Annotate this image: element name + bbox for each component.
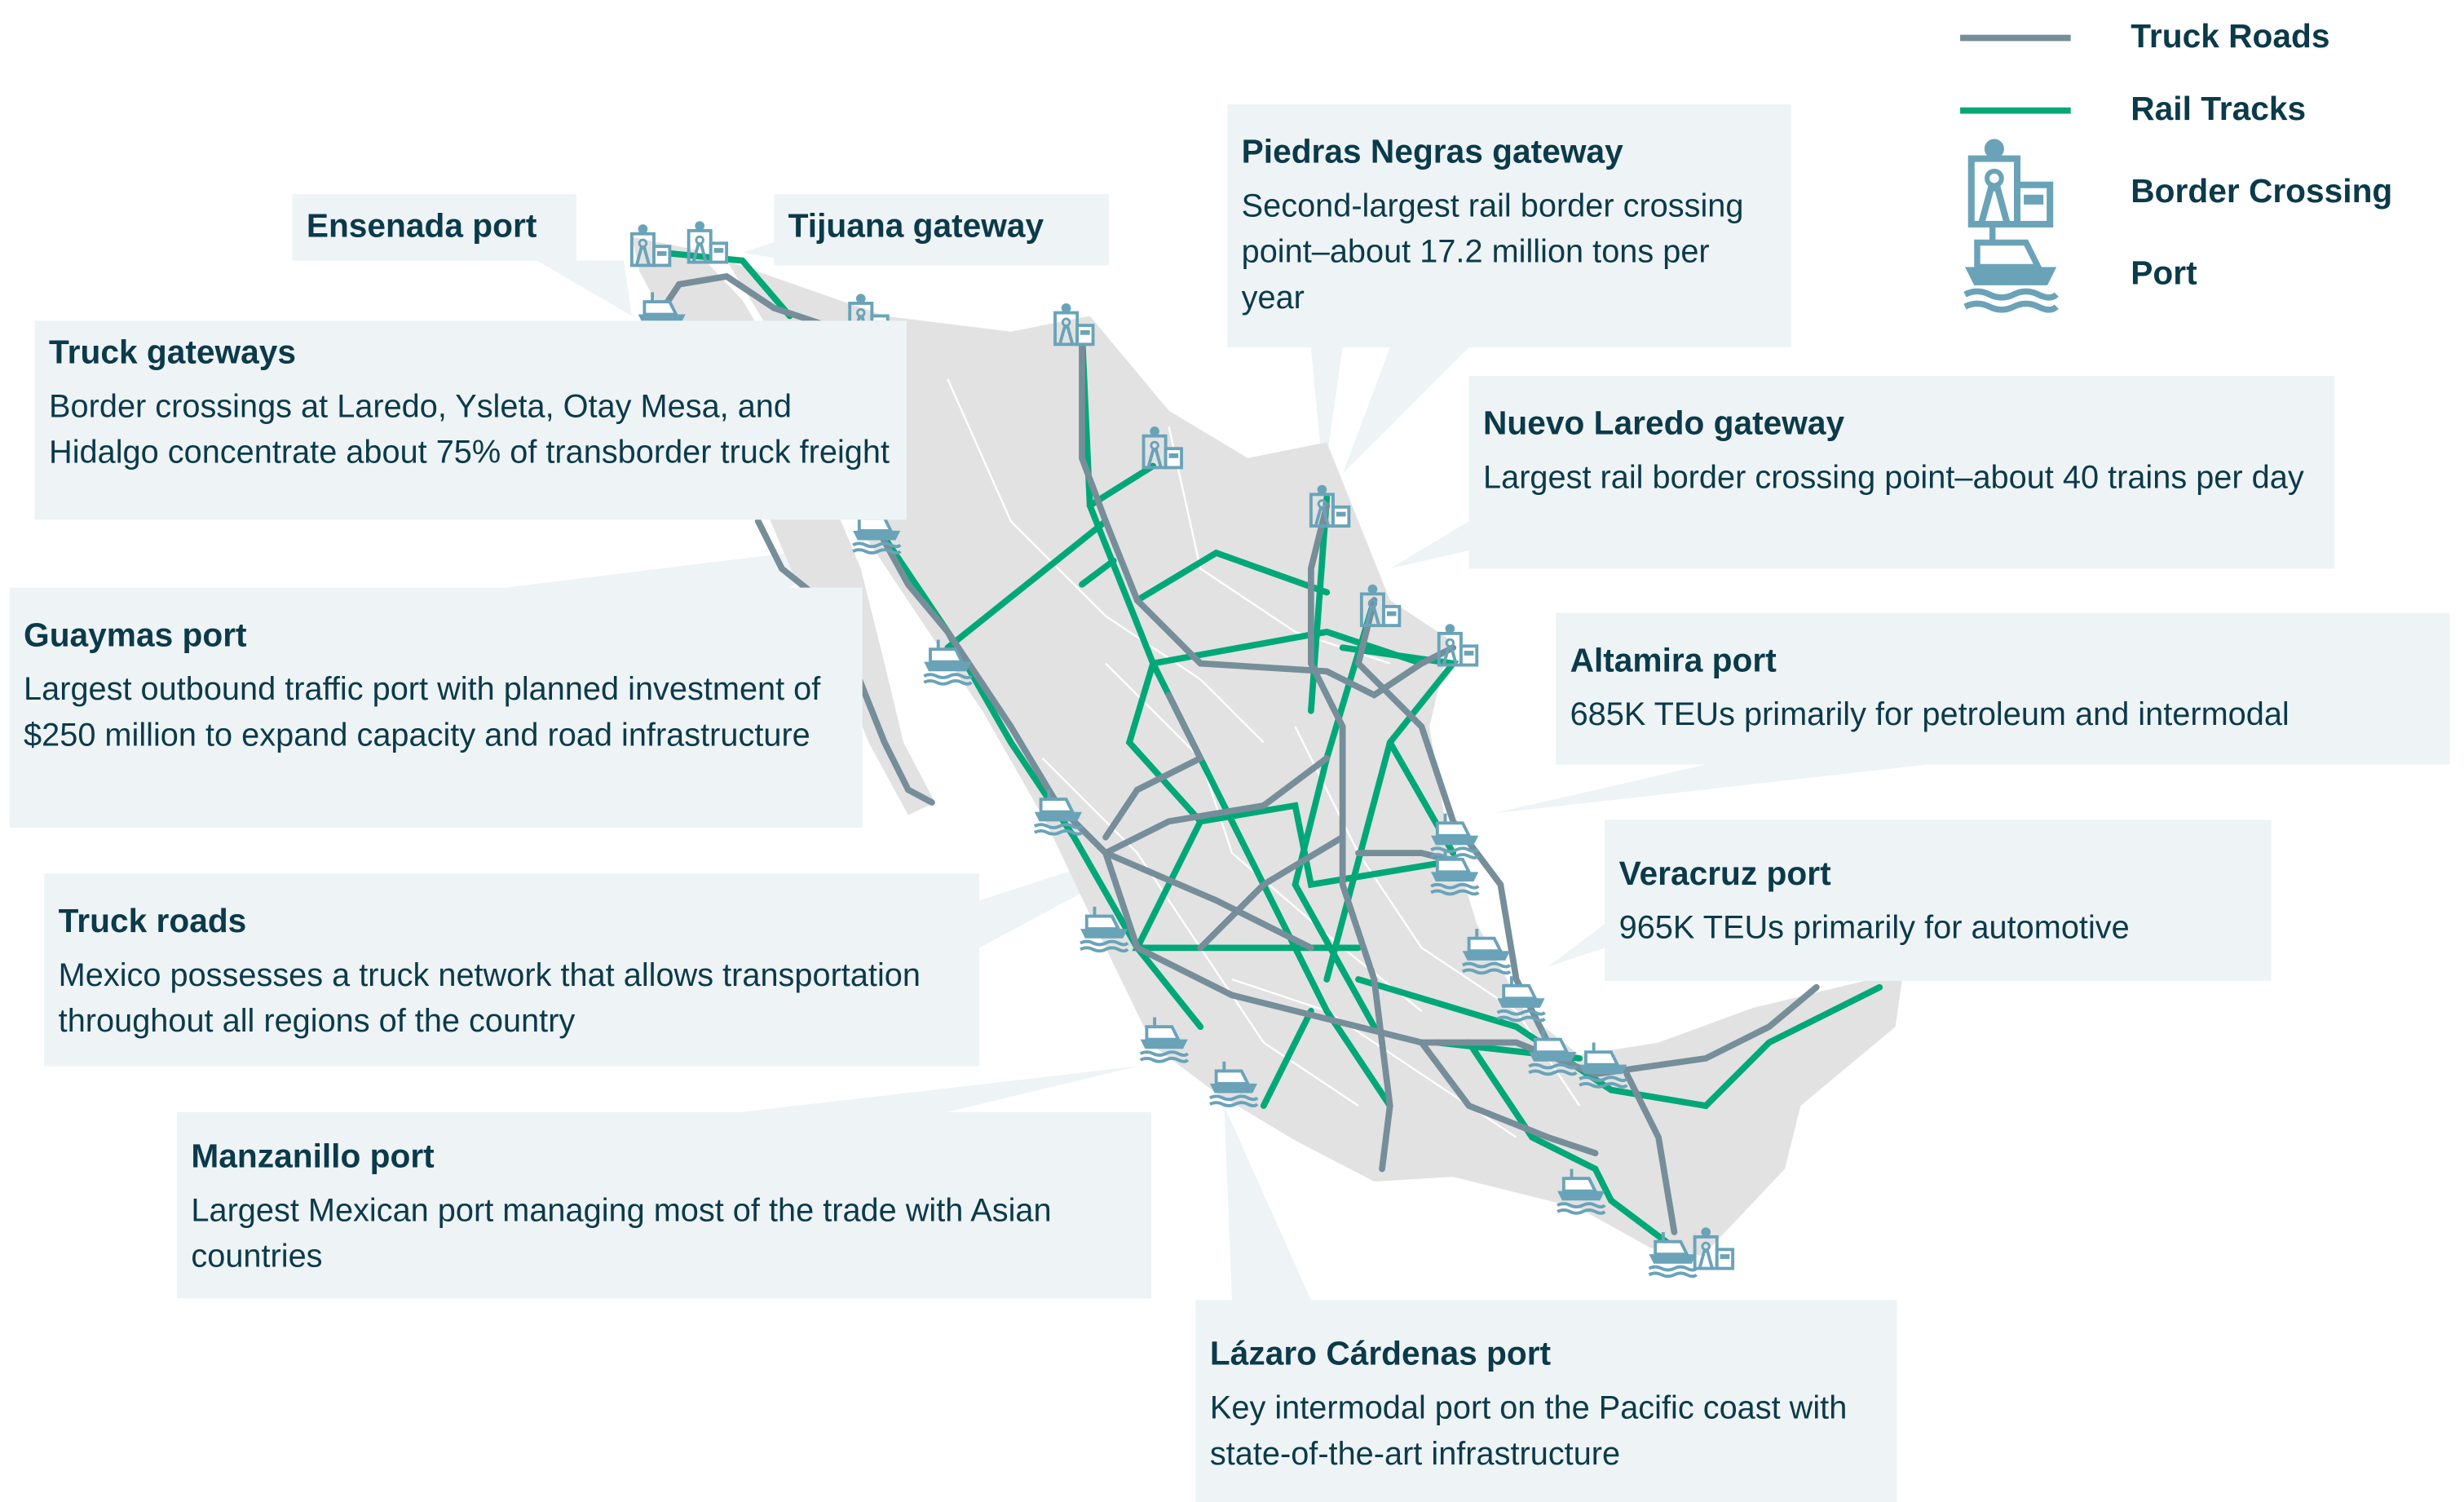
legend-rail-tracks: Rail Tracks: [1955, 82, 2461, 145]
callout-tijuana-gateway: Tijuana gateway: [774, 194, 1109, 266]
callout-description: Key intermodal port on the Pacific coast…: [1209, 1390, 1848, 1473]
callout-title: Altamira port: [1570, 643, 1777, 679]
port-ship-icon: [1960, 224, 2064, 312]
callout-description: Mexico possesses a truck network that al…: [58, 957, 921, 1040]
callout-title: Guaymas port: [24, 617, 247, 655]
callout-nuevo-laredo: Nuevo Laredo gateway Largest rail border…: [1468, 376, 2335, 569]
callout-veracruz-port: Veracruz port 965K TEUs primarily for au…: [1605, 819, 2272, 982]
callout-guaymas-port: Guaymas port Largest outbound traffic po…: [9, 587, 863, 828]
callout-description: 685K TEUs primarily for petroleum and in…: [1570, 696, 2290, 734]
callout-description: Largest outbound traffic port with plann…: [24, 671, 821, 753]
legend-label: Rail Tracks: [2131, 91, 2307, 128]
callout-description: Largest Mexican port managing most of th…: [191, 1192, 1052, 1275]
legend-border-crossing: Border Crossing: [1955, 139, 2461, 227]
callout-ensenada-port: Ensenada port: [292, 194, 577, 261]
callout-title: Truck roads: [58, 903, 247, 940]
callout-description: 965K TEUs primarily for automotive: [1618, 910, 2130, 947]
callout-manzanillo-port: Manzanillo port Largest Mexican port man…: [176, 1111, 1152, 1299]
callout-title: Nuevo Laredo gateway: [1483, 405, 1845, 443]
truck-road-swatch: [1960, 34, 2071, 42]
callout-lazaro-cardenas-port: Lázaro Cárdenas port Key intermodal port…: [1195, 1300, 1897, 1502]
callout-altamira-port: Altamira port 685K TEUs primarily for pe…: [1556, 612, 2450, 765]
callout-truck-gateways: Truck gateways Border crossings at Lared…: [34, 320, 907, 520]
callout-title: Lázaro Cárdenas port: [1209, 1336, 1552, 1373]
callout-description: Border crossings at Laredo, Ysleta, Otay…: [49, 388, 890, 471]
legend-label: Truck Roads: [2131, 19, 2330, 55]
callout-title: Truck gateways: [49, 334, 297, 372]
legend-truck-roads: Truck Roads: [1955, 7, 2461, 69]
callout-truck-roads: Truck roads Mexico possesses a truck net…: [44, 873, 980, 1067]
truck-roads: [660, 272, 1820, 1235]
callout-title: Ensenada port: [306, 208, 537, 245]
legend-label: Border Crossing: [2131, 174, 2393, 210]
callout-title: Tijuana gateway: [788, 208, 1044, 245]
legend-port: Port: [1955, 224, 2461, 312]
callout-title: Veracruz port: [1618, 855, 1831, 893]
callout-title: Piedras Negras gateway: [1241, 134, 1623, 171]
callout-piedras-negras: Piedras Negras gateway Second-largest ra…: [1227, 104, 1791, 348]
callout-description: Second-largest rail border crossing poin…: [1241, 188, 1744, 316]
legend-label: Port: [2131, 255, 2197, 293]
legend: Truck Roads Rail Tracks Border Crossing …: [1955, 0, 2461, 316]
callout-description: Largest rail border crossing point–about…: [1483, 460, 2304, 497]
callout-title: Manzanillo port: [191, 1138, 435, 1176]
rail-track-swatch: [1960, 107, 2071, 114]
border-crossing-icon: [1960, 139, 2064, 227]
